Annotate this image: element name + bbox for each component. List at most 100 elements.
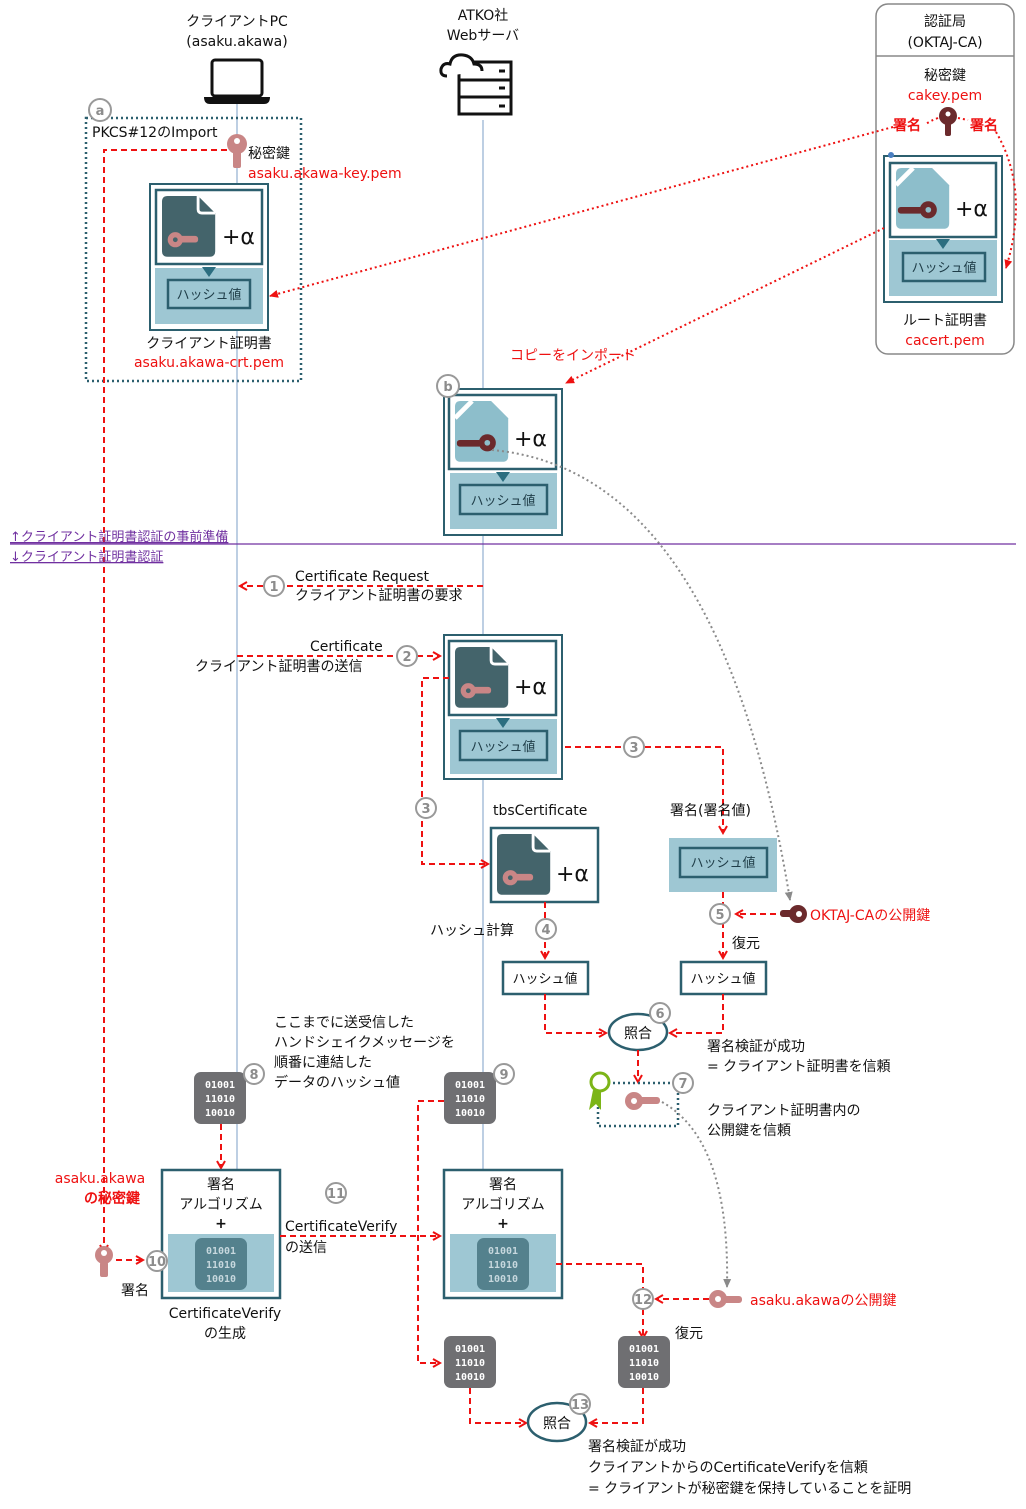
svg-text:01001: 01001 <box>455 1080 485 1091</box>
svg-text:10010: 10010 <box>629 1372 659 1383</box>
step4-badge <box>535 918 557 940</box>
client-algo-plus: + <box>215 1216 227 1232</box>
root-cert-label: ルート証明書 <box>903 313 987 329</box>
svg-text:11010: 11010 <box>455 1094 485 1105</box>
svg-text:01001: 01001 <box>206 1246 236 1257</box>
client-actor: クライアントPC (asaku.akawa) <box>186 14 288 104</box>
svg-text:11010: 11010 <box>205 1094 235 1105</box>
svg-text:11010: 11010 <box>488 1260 518 1271</box>
divider-below-label: ↓クライアント証明書認証 <box>10 549 163 565</box>
ca-sign-left: 署名 <box>892 117 921 134</box>
laptop-icon <box>204 58 270 104</box>
ca-sign-right: 署名 <box>969 117 998 134</box>
handshake-line4: データのハッシュ値 <box>274 1074 400 1091</box>
badge-a: a <box>96 104 105 119</box>
cv-gen-line2: の生成 <box>204 1326 246 1342</box>
svg-text:10010: 10010 <box>206 1274 236 1285</box>
ca-public-key-label: OKTAJ-CAの公開鍵 <box>810 908 930 924</box>
svg-text:11010: 11010 <box>455 1358 485 1369</box>
root-certificate: +α ハッシュ値 <box>883 152 1003 303</box>
ca-private-key-label: 秘密鍵 <box>924 67 966 84</box>
step13-result3: = クライアントが秘密鍵を保持していることを証明 <box>588 1480 911 1497</box>
client-private-key-label: 秘密鍵 <box>248 145 290 162</box>
svg-text:01001: 01001 <box>455 1344 485 1355</box>
step10-label: 署名 <box>121 1283 149 1299</box>
step13-right-arrow <box>590 1388 644 1423</box>
step5-number: 5 <box>715 908 724 923</box>
signature-value-label: 署名(署名値) <box>670 803 751 819</box>
step9-arrow <box>417 1100 444 1363</box>
server-title: ATKO社 <box>458 8 508 24</box>
client-certificate: +α ハッシュ値 <box>149 183 269 331</box>
step2-line2: クライアント証明書の送信 <box>195 659 362 675</box>
match-6-label: 照合 <box>624 1026 652 1042</box>
divider-above-label: ↑クライアント証明書認証の事前準備 <box>10 529 228 545</box>
ca-panel: 認証局 (OKTAJ-CA) 秘密鍵 cakey.pem 署名 署名 +α ハッ… <box>875 3 1015 355</box>
ca-sign-client-arrow <box>269 126 894 298</box>
svg-text:10010: 10010 <box>488 1274 518 1285</box>
step8-number: 8 <box>249 1068 258 1083</box>
step6-result1: 署名検証が成功 <box>707 1039 805 1055</box>
svg-text:10010: 10010 <box>455 1108 485 1119</box>
step3-signature-arrow <box>565 746 723 833</box>
received-cert-hash: ハッシュ値 <box>470 739 535 755</box>
step12-in-line <box>556 1263 644 1290</box>
root-cert-hash: ハッシュ値 <box>911 260 976 276</box>
ca-public-key-trust-path <box>491 449 793 901</box>
ca-title: 認証局 <box>924 14 966 30</box>
svg-text:10010: 10010 <box>455 1372 485 1383</box>
restored-hash-box: ハッシュ値 <box>679 960 768 996</box>
cv-gen-line1: CertificateVerify <box>169 1306 281 1322</box>
step12-number: 12 <box>634 1293 652 1308</box>
step2-number: 2 <box>402 650 411 665</box>
step9-number: 9 <box>499 1068 508 1083</box>
step1-badge <box>263 575 285 597</box>
server-actor: ATKO社 Webサーバ <box>439 8 519 116</box>
received-client-certificate: +α ハッシュ値 <box>443 634 563 780</box>
trusted-key-box <box>596 1081 680 1128</box>
handshake-hash-computed: 01001 11010 10010 <box>444 1336 496 1388</box>
svg-text:01001: 01001 <box>629 1344 659 1355</box>
client-title: クライアントPC <box>186 14 288 30</box>
step7-number: 7 <box>678 1077 687 1092</box>
root-cert-file: cacert.pem <box>905 333 984 349</box>
tbs-label: tbsCertificate <box>493 803 587 819</box>
server-cert-hash: ハッシュ値 <box>470 493 535 509</box>
pkcs12-title: PKCS#12のImport <box>92 125 218 141</box>
step1-line2: クライアント証明書の要求 <box>295 588 462 604</box>
client-algo-line1: 署名 <box>207 1177 235 1193</box>
badge-b: b <box>443 380 452 395</box>
step5-badge <box>709 903 731 925</box>
client-public-key-icon <box>625 1092 660 1110</box>
client-cert-hash: ハッシュ値 <box>176 287 241 303</box>
step10-badge <box>146 1250 168 1272</box>
pkcs12-import-box: a PKCS#12のImport <box>84 98 303 383</box>
step7-line1: クライアント証明書内の <box>707 1103 860 1119</box>
tbs-certificate-box: +α <box>489 826 600 904</box>
step3a-number: 3 <box>421 802 430 817</box>
handshake-hash-server: 01001 11010 10010 <box>444 1072 496 1124</box>
handshake-line3: 順番に連結した <box>274 1055 372 1071</box>
step6-number: 6 <box>655 1007 664 1022</box>
step2-badge <box>396 645 418 667</box>
step11-number: 11 <box>327 1187 345 1202</box>
step13-badge <box>569 1393 591 1415</box>
step12-label: 復元 <box>675 1325 703 1342</box>
client-private-key-icon <box>227 134 247 168</box>
step13-result1: 署名検証が成功 <box>588 1439 686 1455</box>
signing-private-key-icon <box>95 1246 113 1277</box>
client-signing-algorithm-box: 署名 アルゴリズム + 01001 11010 10010 <box>160 1168 282 1300</box>
step3b-number: 3 <box>629 741 638 756</box>
server-algo-line1: 署名 <box>489 1177 517 1193</box>
step3a-badge <box>415 797 437 819</box>
signature-value-box: ハッシュ値 <box>669 838 777 892</box>
step4-number: 4 <box>541 923 550 938</box>
step3b-badge <box>623 736 645 758</box>
match-node-13 <box>526 1401 588 1443</box>
ca-private-key-icon <box>939 107 957 136</box>
received-cert-alpha: +α <box>514 675 547 700</box>
signature-hash: ハッシュ値 <box>690 855 755 871</box>
handshake-line2: ハンドシェイクメッセージを <box>274 1035 455 1051</box>
server-algo-line2: アルゴリズム <box>461 1196 545 1213</box>
